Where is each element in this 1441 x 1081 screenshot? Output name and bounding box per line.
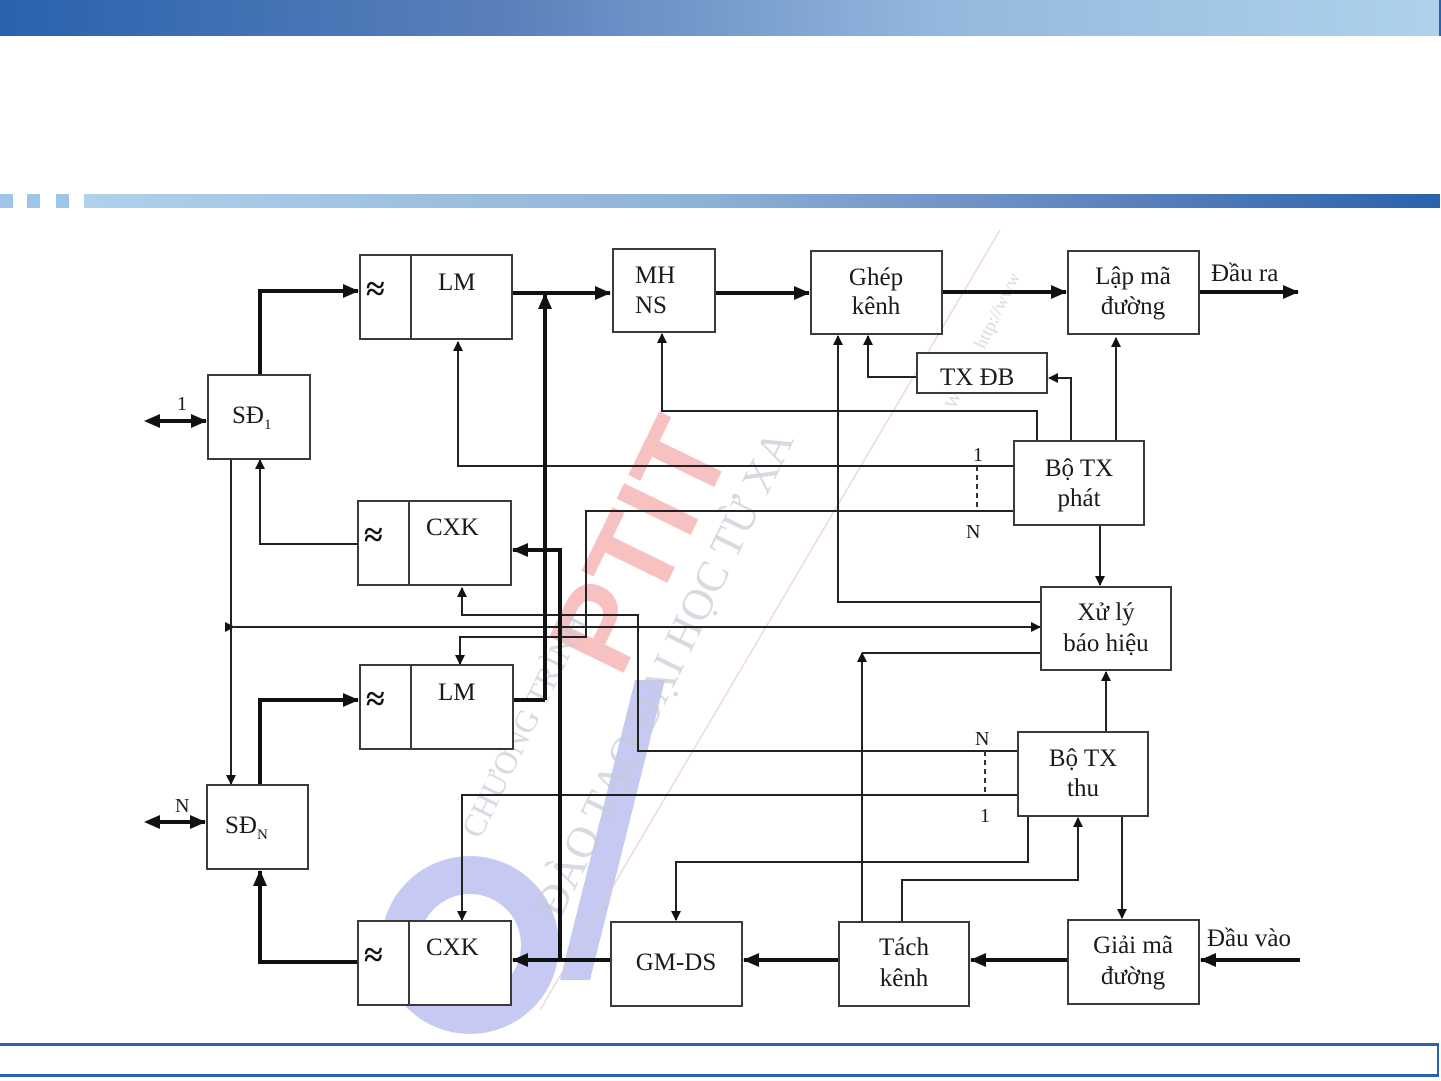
output-label: Đầu ra (1211, 260, 1278, 287)
svg-text:MH: MH (635, 262, 675, 289)
port-label-1: 1 (177, 393, 187, 415)
block-cxk-top: ≈ CXK (358, 501, 511, 585)
block-giai-ma-duong: Giải mã đường (1068, 920, 1199, 1004)
svg-text:GM-DS: GM-DS (636, 949, 717, 976)
svg-text:LM: LM (438, 679, 476, 706)
block-tx-db: TX ĐB (917, 353, 1047, 393)
phat-line-1-label: 1 (973, 444, 983, 466)
svg-text:NS: NS (635, 292, 667, 319)
block-bo-tx-thu: Bộ TX thu (1018, 732, 1148, 816)
port-label-n: N (175, 795, 189, 817)
block-cxk-bottom: ≈ CXK (358, 921, 511, 1005)
phat-line-n-label: N (966, 521, 980, 543)
svg-text:Bộ TX: Bộ TX (1045, 455, 1113, 482)
svg-text:kênh: kênh (880, 965, 929, 992)
watermark: PTIT CHƯƠNG TRÌNH ĐÀO TẠO ĐẠI HỌC TỪ XA … (400, 230, 1024, 1015)
block-sdn: SĐN (207, 785, 308, 869)
svg-text:phát: phát (1057, 485, 1100, 512)
block-sd1: SĐ1 (208, 375, 310, 459)
block-lm-top: ≈ LM (360, 255, 512, 339)
block-mh-ns: MH NS (613, 249, 715, 332)
svg-text:đường: đường (1101, 963, 1166, 990)
thu-line-n-label: N (975, 728, 989, 750)
svg-text:Bộ TX: Bộ TX (1049, 745, 1117, 772)
svg-text:Ghép: Ghép (849, 264, 903, 291)
block-gm-ds: GM-DS (611, 922, 742, 1006)
block-lm-bottom: ≈ LM (360, 665, 513, 749)
block-xu-ly-bao-hieu: Xử lý báo hiệu (1041, 587, 1171, 670)
block-lap-ma-duong: Lập mã đường (1068, 251, 1199, 334)
filter-icon: ≈ (364, 937, 383, 974)
filter-icon: ≈ (366, 681, 385, 718)
svg-text:Xử lý: Xử lý (1077, 599, 1135, 626)
filter-icon: ≈ (366, 271, 385, 308)
svg-text:LM: LM (438, 269, 476, 296)
svg-text:Tách: Tách (879, 934, 929, 961)
svg-text:TX ĐB: TX ĐB (940, 364, 1014, 391)
thu-line-1-label: 1 (980, 805, 990, 827)
svg-text:báo hiệu: báo hiệu (1063, 630, 1149, 657)
svg-text:đường: đường (1101, 293, 1166, 320)
block-bo-tx-phat: Bộ TX phát (1014, 441, 1144, 525)
svg-text:CXK: CXK (426, 514, 479, 541)
input-label: Đầu vào (1207, 925, 1291, 952)
svg-text:kênh: kênh (852, 293, 901, 320)
filter-icon: ≈ (364, 517, 383, 554)
svg-text:thu: thu (1067, 775, 1099, 802)
svg-text:CXK: CXK (426, 934, 479, 961)
block-tach-kenh: Tách kênh (839, 922, 969, 1006)
svg-text:Giải mã: Giải mã (1093, 932, 1173, 959)
svg-text:Lập mã: Lập mã (1095, 263, 1171, 290)
block-ghep-kenh: Ghép kênh (811, 251, 942, 334)
